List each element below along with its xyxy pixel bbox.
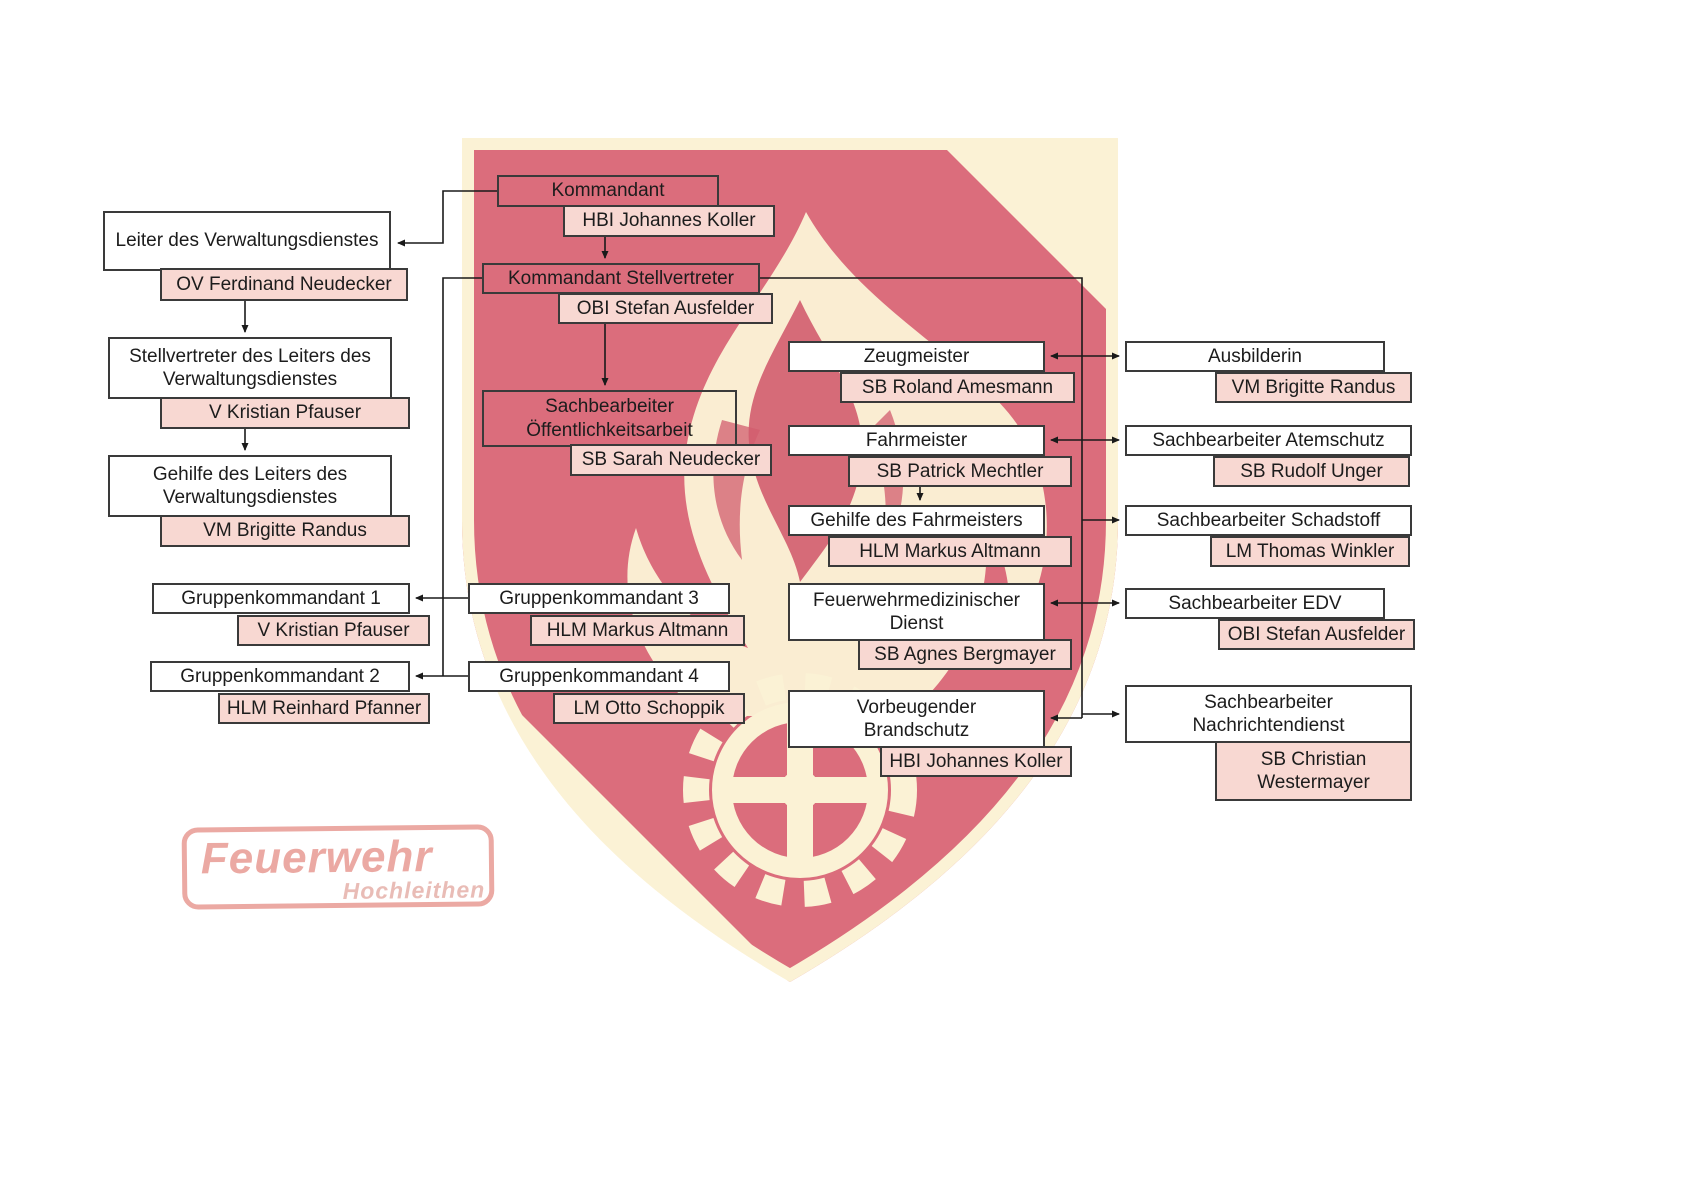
person-name: HLM Reinhard Pfanner [218, 693, 430, 724]
person-name: SB Rudolf Unger [1213, 456, 1410, 487]
role-title: Gruppenkommandant 4 [468, 661, 730, 692]
role-title: Gehilfe des Leiters des Verwaltungsdiens… [108, 455, 392, 517]
person-name: V Kristian Pfauser [160, 397, 410, 429]
person-name: LM Thomas Winkler [1210, 536, 1410, 567]
person-name: OV Ferdinand Neudecker [160, 268, 408, 301]
person-name: SB Agnes Bergmayer [858, 639, 1072, 670]
role-title: Sachbearbeiter Schadstoff [1125, 505, 1412, 536]
person-name: V Kristian Pfauser [237, 615, 430, 646]
person-name: SB Roland Amesmann [840, 372, 1075, 403]
role-title: Ausbilderin [1125, 341, 1385, 372]
role-title: Sachbearbeiter Nachrichtendienst [1125, 685, 1412, 743]
role-title: Sachbearbeiter EDV [1125, 588, 1385, 619]
person-name: OBI Stefan Ausfelder [1218, 619, 1415, 650]
role-title: Sachbearbeiter Atemschutz [1125, 425, 1412, 456]
role-title: Gruppenkommandant 2 [150, 661, 410, 692]
role-title: Gruppenkommandant 1 [152, 583, 410, 614]
role-title: Zeugmeister [788, 341, 1045, 372]
role-title: Kommandant Stellvertreter [482, 263, 760, 294]
role-title: Leiter des Verwaltungsdienstes [103, 211, 391, 271]
person-name: VM Brigitte Randus [1215, 372, 1412, 403]
person-name: HLM Markus Altmann [828, 536, 1072, 567]
role-title: Gruppenkommandant 3 [468, 583, 730, 614]
person-name: LM Otto Schoppik [553, 693, 745, 724]
person-name: SB Patrick Mechtler [848, 456, 1072, 487]
person-name: OBI Stefan Ausfelder [558, 293, 773, 324]
feuerwehr-hochleithen-logo: Feuerwehr Hochleithen [181, 824, 495, 910]
person-name: VM Brigitte Randus [160, 515, 410, 547]
person-name: HLM Markus Altmann [530, 615, 745, 646]
logo-text-hochleithen: Hochleithen [342, 876, 486, 904]
person-name: HBI Johannes Koller [563, 205, 775, 237]
role-title: Stellvertreter des Leiters des Verwaltun… [108, 337, 392, 399]
role-title: Feuerwehrmedizinischer Dienst [788, 583, 1045, 641]
person-name: SB Christian Westermayer [1215, 741, 1412, 801]
role-title: Fahrmeister [788, 425, 1045, 456]
person-name: HBI Johannes Koller [880, 746, 1072, 777]
role-title: Gehilfe des Fahrmeisters [788, 505, 1045, 536]
person-name: SB Sarah Neudecker [570, 444, 772, 476]
role-title: Sachbearbeiter Öffentlichkeitsarbeit [482, 390, 737, 447]
role-title: Kommandant [497, 175, 719, 207]
role-title: Vorbeugender Brandschutz [788, 690, 1045, 748]
